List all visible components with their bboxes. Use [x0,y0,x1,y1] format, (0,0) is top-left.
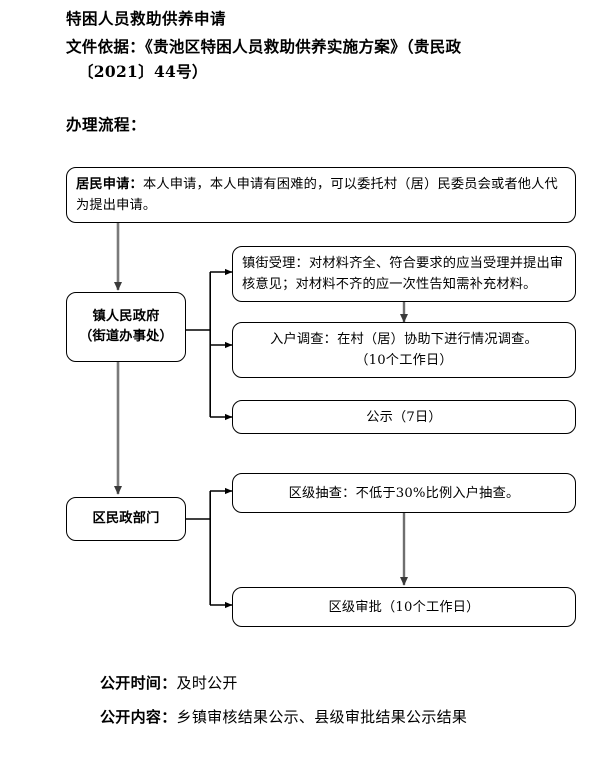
flow-node-district-spot-check-label: 区级抽查： [288,485,356,501]
flow-node-resident-application-label: 居民申请： [76,177,143,192]
connector-township-to-branch-spine [186,268,233,421]
section-title-process: 办理流程： [66,115,147,134]
document-basis-value-continued: 〔2021〕44号） [78,62,208,81]
footer-row-disclosure-content: 公开内容：乡镇审核结果公示、县级审批结果公示结果 [100,700,600,734]
flow-node-household-survey[interactable]: 入户调查：在村（居）协助下进行情况调查。 （10个工作日） [232,322,576,378]
flow-node-resident-application[interactable]: 居民申请：本人申请，本人申请有困难的，可以委托村（居）民委员会或者他人代为提出申… [66,167,576,223]
flow-node-household-survey-text: 在村（居）协助下进行情况调查。 [337,332,538,347]
flow-node-district-spot-check-text: 不低于30%比例入户抽查。 [355,485,520,501]
flow-node-township-acceptance[interactable]: 镇街受理：对材料齐全、符合要求的应当受理并提出审核意见；对材料不齐的应一次性告知… [232,246,576,302]
flow-node-public-notice[interactable]: 公示（7日） [232,400,576,434]
document-basis-value: 《贵池区特困人员救助供养实施方案》（贵民政 [145,37,462,56]
flow-node-township-government-line2: （街道办事处） [79,329,173,344]
footer-label-disclosure-time: 公开时间： [100,674,177,692]
flow-node-township-government[interactable]: 镇人民政府 （街道办事处） [66,292,186,362]
flow-node-district-approval[interactable]: 区级审批（10个工作日） [232,587,576,627]
document-basis-label: 文件依据： [66,37,146,56]
flow-node-household-survey-label: 入户调查： [270,332,338,347]
footer-label-disclosure-content: 公开内容： [100,708,177,726]
flow-node-township-acceptance-label: 镇街受理： [242,256,309,271]
footer-value-disclosure-content: 乡镇审核结果公示、县级审批结果公示结果 [176,708,468,726]
connector-civil-affairs-to-branch-spine [186,487,233,609]
document-basis-line: 文件依据：《贵池区特困人员救助供养实施方案》（贵民政 [66,34,586,59]
flow-node-township-acceptance-text: 对材料齐全、符合要求的应当受理并提出审核意见；对材料不齐的应一次性告知需补充材料… [242,256,564,292]
flow-node-household-survey-line2: （10个工作日） [355,353,453,368]
flow-node-district-civil-affairs-text: 区民政部门 [92,511,160,526]
footer-row-disclosure-time: 公开时间：及时公开 [100,666,600,700]
document-footer: 公开时间：及时公开 公开内容：乡镇审核结果公示、县级审批结果公示结果 [100,666,600,734]
page-title: 特困人员救助供养申请 [66,9,227,28]
flow-node-district-spot-check[interactable]: 区级抽查：不低于30%比例入户抽查。 [232,473,576,513]
flow-node-public-notice-text: 公示（7日） [366,409,442,425]
footer-value-disclosure-time: 及时公开 [176,674,238,692]
document-header: 特困人员救助供养申请 文件依据：《贵池区特困人员救助供养实施方案》（贵民政 〔2… [66,6,586,84]
flow-node-township-government-line1: 镇人民政府 [92,309,160,324]
flow-node-district-civil-affairs[interactable]: 区民政部门 [66,497,186,541]
flow-node-resident-application-text: 本人申请，本人申请有困难的，可以委托村（居）民委员会或者他人代为提出申请。 [76,177,558,213]
flow-node-district-approval-text: 区级审批（10个工作日） [328,599,480,615]
